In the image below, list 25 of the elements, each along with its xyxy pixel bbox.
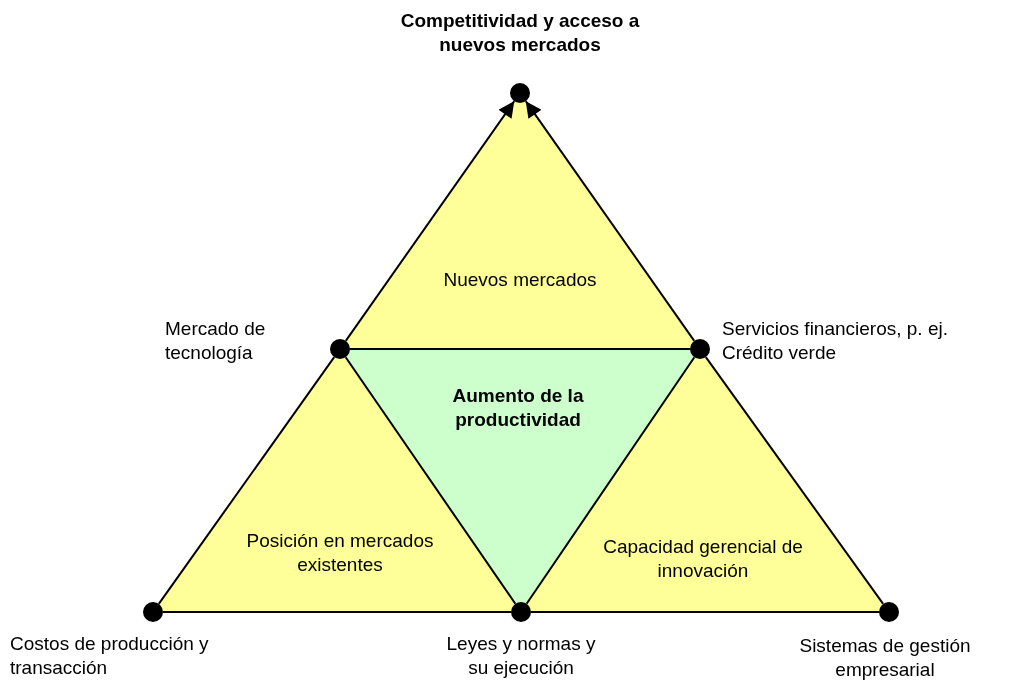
vertex-label: Servicios financieros, p. ej. Crédito verde (722, 317, 949, 365)
vertex-label: Mercado de tecnología (165, 317, 267, 365)
region-label: Posición en mercados existentes (245, 529, 435, 577)
vertex-label: Leyes y normas y su ejecución (445, 632, 597, 680)
arrow (524, 100, 696, 342)
heading-label: Competitividad y acceso a nuevos mercados (399, 9, 641, 57)
arrow (344, 100, 516, 342)
node-dot (690, 339, 710, 359)
connector-line (162, 611, 512, 613)
connector-line (344, 356, 517, 605)
vertex-label: Costos de producción y transacción (10, 632, 210, 680)
vertex-label: Sistemas de gestión empresarial (798, 634, 972, 682)
connector-line (349, 348, 691, 350)
connector-line (525, 356, 696, 605)
region-label: Nuevos mercados (442, 268, 598, 292)
connector-line (704, 356, 885, 605)
center-label: Aumento de la productividad (451, 384, 585, 432)
region-label: Capacidad gerencial de innovación (602, 535, 804, 583)
node-dot (879, 602, 899, 622)
connector-line (157, 356, 336, 605)
node-dot (143, 602, 163, 622)
connector-line (530, 611, 880, 613)
node-dot (510, 83, 530, 103)
node-dot (511, 602, 531, 622)
node-dot (330, 339, 350, 359)
